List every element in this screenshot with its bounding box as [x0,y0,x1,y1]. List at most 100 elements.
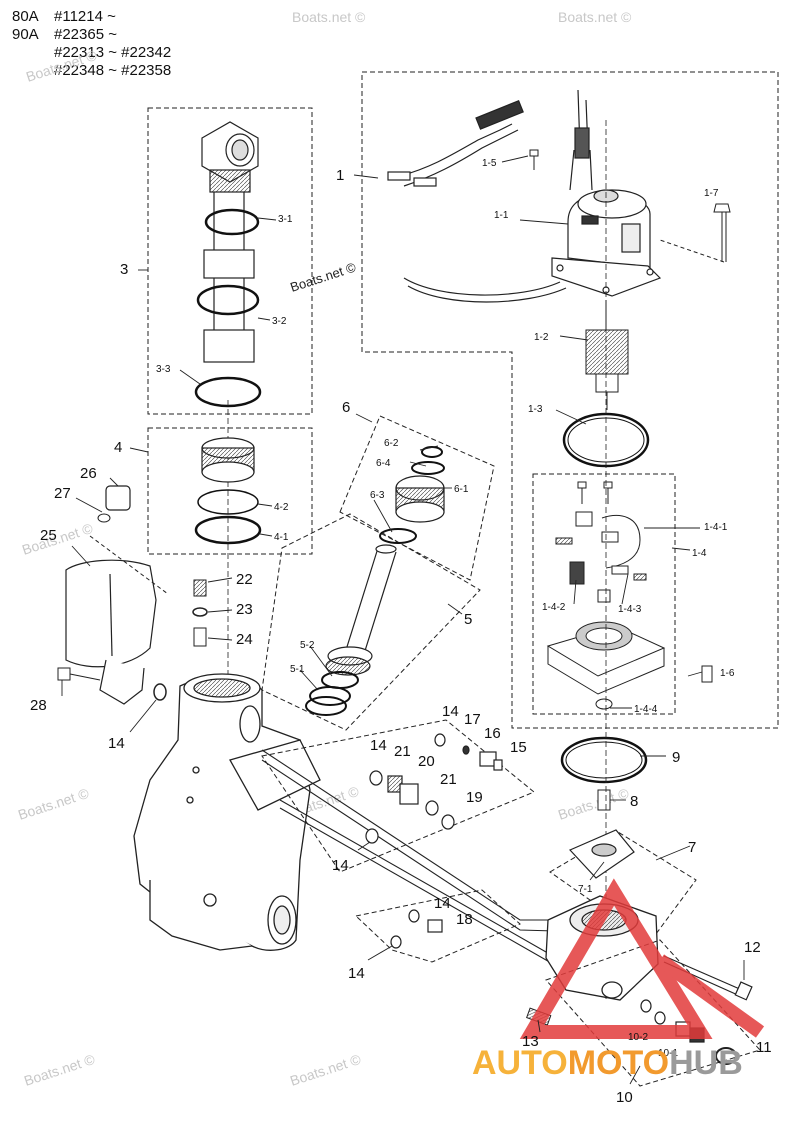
callout-27: 27 [54,485,71,502]
callout-8: 8 [630,793,638,810]
watermark: Boats.net © [288,259,358,294]
o-ring-3-1 [204,208,260,236]
callout-1-3: 1-3 [528,404,543,415]
o-ring-9 [560,736,648,784]
callout-12: 12 [744,939,761,956]
bushing-26 [105,485,131,511]
watermark: Boats.net © [556,785,631,823]
o-ring-5-1b [305,696,347,716]
cap-6-1 [395,475,445,523]
callout-6-3: 6-3 [370,490,385,501]
header-line-4: #22348 ~ #22358 [12,62,171,80]
callout-1-4-1: 1-4-1 [704,522,728,533]
piston-4 [201,437,255,483]
header-serial: #22348 ~ #22358 [54,62,172,79]
callout-4-2: 4-2 [274,502,289,513]
o-ring-3-2 [196,284,260,316]
callout-23: 23 [236,601,253,618]
callout-1-2: 1-2 [534,332,549,343]
callout-4: 4 [114,439,122,456]
callout-6-2: 6-2 [384,438,399,449]
callout-4-1: 4-1 [274,532,289,543]
model-serial-header: 80A#11214 ~ 90A#22365 ~ #22313 ~ #22342 … [12,8,171,80]
callout-9: 9 [672,749,680,766]
brand-part-2: MOTO [567,1044,670,1082]
o-ring-23 [192,607,208,617]
callout-14: 14 [332,857,349,874]
callout-14: 14 [108,735,125,752]
watermark: Boats.net © [292,9,366,25]
screw-22 [193,579,207,597]
callout-26: 26 [80,465,97,482]
callout-1-4-3: 1-4-3 [618,604,642,615]
bolt-28 [57,667,101,681]
small-valve-parts [365,733,503,949]
callout-14: 14 [434,895,451,912]
o-ring-14 [153,683,167,701]
callout-5-2: 5-2 [300,640,315,651]
callout-1: 1 [336,167,344,184]
callout-24: 24 [236,631,253,648]
header-line-2: 90A#22365 ~ [12,26,171,44]
o-ring-4-1 [194,515,262,545]
tilt-rod-5 [325,544,397,676]
header-serial: #11214 ~ [54,8,116,25]
leader [659,239,725,263]
o-ring-6-3 [379,528,417,544]
motor-ground-wire-2 [407,285,567,303]
automotohub-logo-triangle [519,878,765,1039]
callout-1-4-2: 1-4-2 [542,602,566,613]
callout-3-1: 3-1 [278,214,293,225]
header-model: 80A [12,8,39,25]
callout-6: 6 [342,399,350,416]
piston-group-4-box [147,427,313,555]
callout-28: 28 [30,697,47,714]
callout-10-1: 10-1 [658,1048,678,1059]
part-8 [597,789,611,811]
callout-1-7: 1-7 [704,188,719,199]
valve-group-box-2 [354,889,521,963]
callout-1-5: 1-5 [482,158,497,169]
valve-24 [193,627,207,647]
callout-6-1: 6-1 [454,484,469,495]
main-housing [133,673,321,951]
header-line-1: 80A #11214 ~ [12,8,171,26]
cover-25 [65,559,157,705]
callout-21: 21 [440,771,457,788]
armature-1-2 [585,300,629,410]
watermark: Boats.net © [288,1051,363,1089]
callout-5-1: 5-1 [290,664,305,675]
group-5-box [261,513,481,731]
callout-11: 11 [756,1039,772,1056]
callout-17: 17 [464,711,481,728]
group-10-box [545,939,761,1087]
callout-22: 22 [236,571,253,588]
callout-labels: 1 1-1 1-2 1-3 1-4 1-4-1 1-4-2 1-4-3 1-4-… [30,158,772,1106]
automotohub-logo: AUTOMOTOHUB [472,1044,743,1083]
callout-1-1: 1-1 [494,210,509,221]
callout-14: 14 [442,703,459,720]
callout-25: 25 [40,527,57,544]
pump-plate-7-1 [568,829,635,879]
watermark: Boats.net © [22,1051,97,1089]
brand-part-1: AUTO [472,1044,568,1082]
callout-14: 14 [370,737,387,754]
bolt-1-7 [713,203,731,262]
callout-14: 14 [348,965,365,982]
callout-1-6: 1-6 [720,668,735,679]
callout-5: 5 [464,611,472,628]
callout-16: 16 [484,725,501,742]
callout-21: 21 [394,743,411,760]
wiring-harness [387,89,593,191]
header-serial: #22313 ~ #22342 [54,44,172,61]
screw-1-5 [529,149,539,170]
header-serial: #22365 ~ [54,26,117,43]
callout-13: 13 [522,1033,539,1050]
motor-assembly-group [361,71,779,729]
callout-3-2: 3-2 [272,316,287,327]
callout-10: 10 [616,1089,633,1106]
callout-19: 19 [466,789,483,806]
callout-3: 3 [120,261,128,278]
screw-1-6 [701,665,713,683]
